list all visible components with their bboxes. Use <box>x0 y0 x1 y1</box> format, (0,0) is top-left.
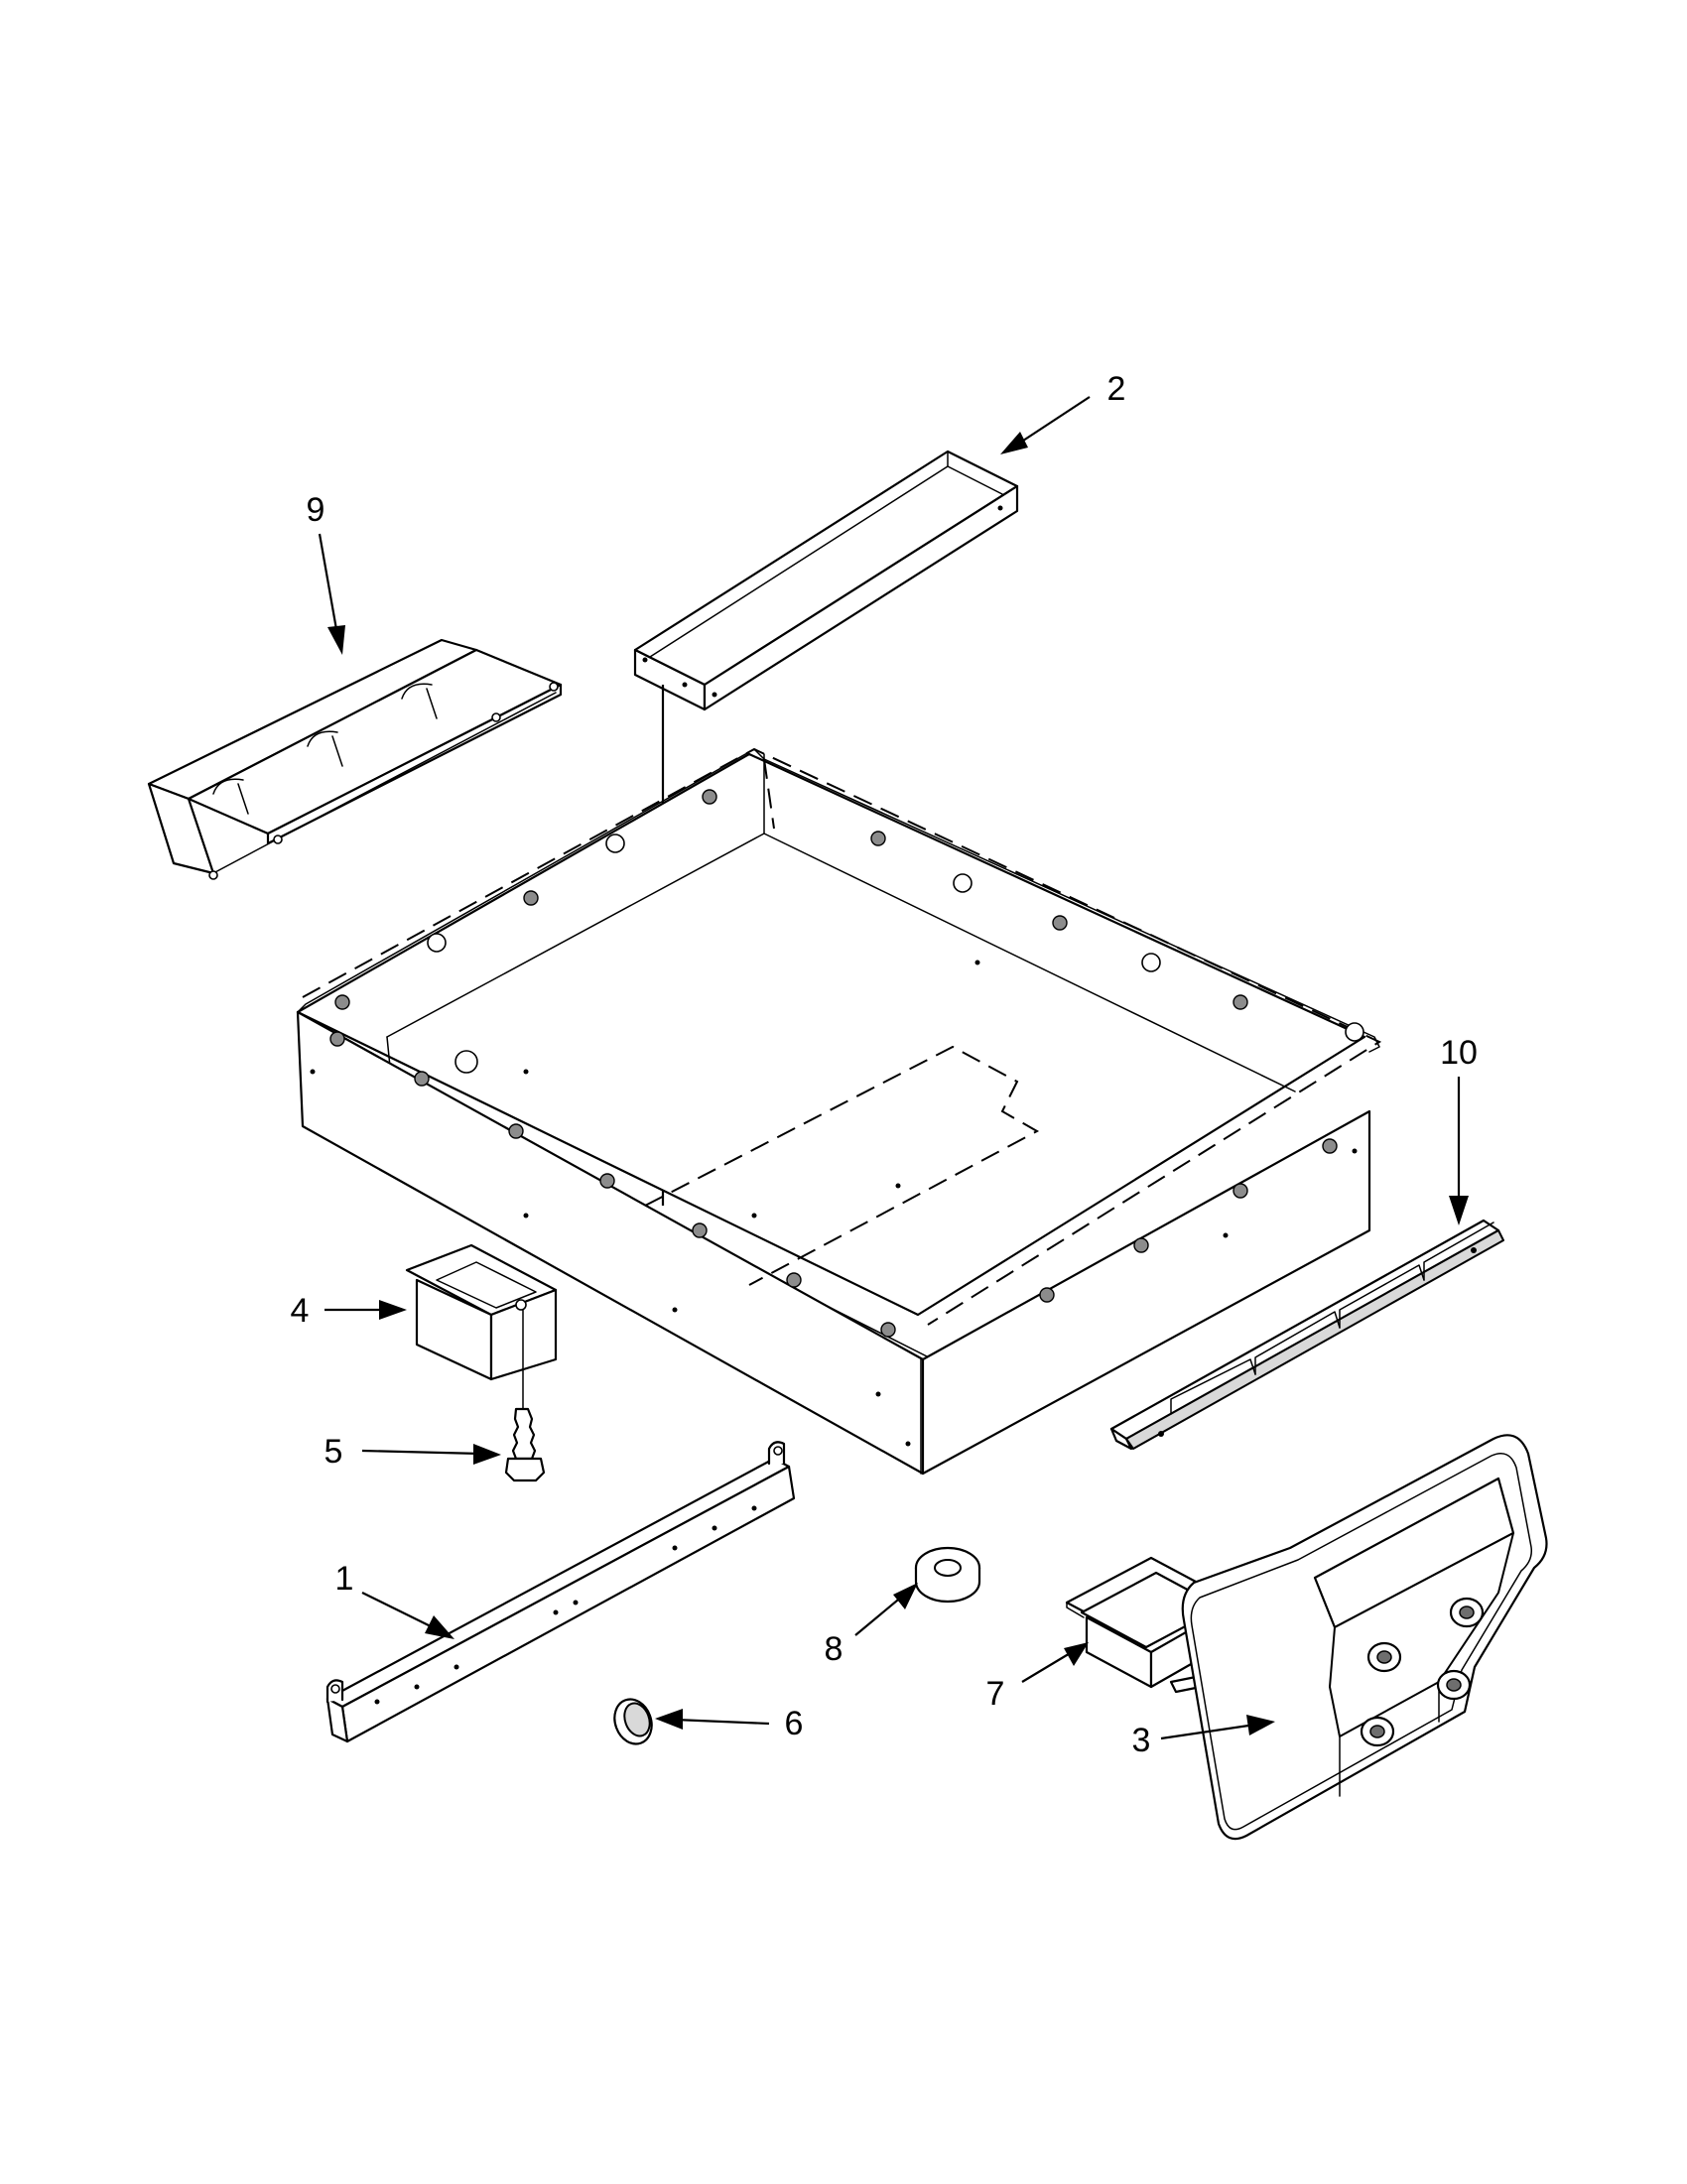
callout-9: 9 <box>307 491 325 529</box>
callout-4: 4 <box>291 1292 310 1330</box>
callout-8: 8 <box>825 1630 844 1668</box>
panel-dots <box>310 960 1358 1447</box>
part-10-bracket-strip <box>1109 1219 1504 1451</box>
callout-3: 3 <box>1132 1722 1151 1759</box>
callout-6: 6 <box>785 1705 804 1742</box>
part-4-cup-bracket <box>405 1243 558 1410</box>
part-6-plug <box>613 1698 653 1745</box>
callout-labels: 9 2 10 4 5 1 8 6 7 3 <box>291 370 1478 1759</box>
part-2-channel <box>633 450 1019 711</box>
leader-arrows <box>318 396 1469 1740</box>
part-1-long-bracket <box>325 1441 796 1743</box>
part-3-cover-panel <box>1181 1434 1548 1841</box>
callout-2: 2 <box>1107 370 1126 408</box>
callout-10: 10 <box>1440 1034 1478 1072</box>
base-pan <box>296 747 1382 1476</box>
callout-5: 5 <box>324 1433 343 1471</box>
cover-bosses <box>1360 1597 1485 1747</box>
callout-7: 7 <box>986 1675 1005 1713</box>
rim-fastener-holes <box>329 789 1364 1338</box>
part-5-screw <box>504 1407 546 1482</box>
part-9-slotted-bracket <box>147 638 563 880</box>
part-8-washer <box>914 1546 981 1604</box>
callout-1: 1 <box>335 1560 354 1598</box>
